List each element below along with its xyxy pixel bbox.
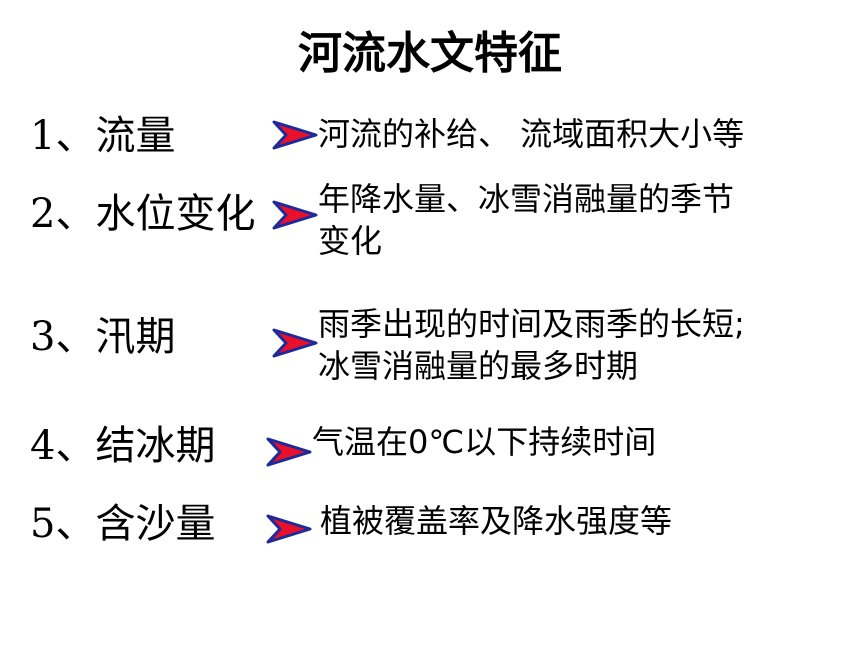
item-2-label: 2、水位变化 (30, 191, 256, 237)
item-3-desc: 雨季出现的时间及雨季的长短; 冰雪消融量的最多时期 (318, 303, 745, 387)
item-1-desc: 河流的补给、 流域面积大小等 (318, 113, 744, 155)
arrow-icon (266, 514, 312, 544)
item-2-desc-line: 年降水量、冰雪消融量的季节 (318, 180, 735, 218)
item-4-desc-line: 气温在0℃以下持续时间 (312, 423, 657, 461)
arrow-icon (272, 200, 318, 230)
arrow-icon (272, 328, 318, 358)
arrow-icon (266, 437, 312, 467)
item-2-desc-line: 变化 (318, 222, 383, 260)
item-1-desc-line: 河流的补给、 流域面积大小等 (318, 115, 745, 153)
item-5-desc: 植被覆盖率及降水强度等 (320, 500, 672, 542)
item-4-desc: 气温在0℃以下持续时间 (312, 421, 656, 463)
item-2-desc: 年降水量、冰雪消融量的季节 变化 (318, 178, 734, 262)
arrow-icon (272, 120, 318, 150)
item-3-desc-line: 雨季出现的时间及雨季的长短; (318, 305, 745, 343)
slide-title: 河流水文特征 (298, 28, 562, 79)
item-5-desc-line: 植被覆盖率及降水强度等 (320, 502, 673, 540)
item-4-label: 4、结冰期 (30, 423, 216, 469)
item-3-desc-line: 冰雪消融量的最多时期 (318, 347, 639, 385)
item-3-label: 3、汛期 (30, 314, 176, 360)
item-5-label: 5、含沙量 (30, 501, 216, 547)
item-1-label: 1、流量 (30, 113, 176, 159)
